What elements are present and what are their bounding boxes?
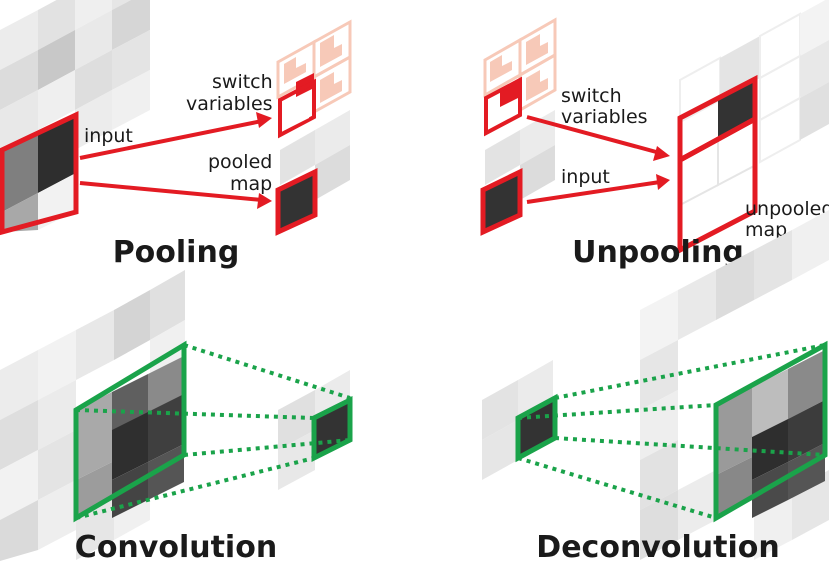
- convolution-panel: Convolution: [0, 270, 353, 561]
- unpooling-unpooled-label-2: map: [745, 219, 787, 241]
- unpooling-switch-grid: [483, 17, 557, 137]
- deconvolution-panel: Deconvolution: [482, 210, 829, 561]
- pooling-switch-grid: [276, 19, 352, 139]
- pooling-input-label: input: [84, 125, 133, 147]
- pooling-title: Pooling: [113, 235, 240, 270]
- deconvolution-title: Deconvolution: [536, 530, 779, 561]
- unpooling-switch-label-1: switch: [561, 85, 622, 107]
- pooling-switch-label-2: variables: [186, 93, 273, 115]
- unpooling-arrows: [526, 115, 670, 204]
- unpooling-output-grid: [677, 0, 829, 255]
- convolution-projection-lines: [75, 343, 351, 520]
- pooling-pooled-grid: [275, 110, 350, 236]
- pooling-switch-label-1: switch: [212, 71, 273, 93]
- pooling-input-window: [0, 111, 79, 236]
- unpooling-unpooled-label-1: unpooled: [745, 198, 829, 220]
- unpooling-panel: switch variables input unpooled map Unpo…: [480, 0, 829, 270]
- deconvolution-input-grid: [482, 360, 558, 480]
- unpooling-switch-label-2: variables: [561, 106, 648, 128]
- deconvolution-output-grid: [640, 210, 829, 560]
- arrow-head-icon: [656, 174, 670, 190]
- convolution-output-grid: [278, 370, 353, 490]
- pooling-panel: input switch variables pooled map Poolin…: [0, 0, 352, 270]
- unpooling-input-label: input: [561, 166, 610, 188]
- arrow-head-icon: [257, 193, 272, 209]
- unpooling-title: Unpooling: [572, 235, 744, 270]
- arrow-head-icon: [256, 112, 272, 128]
- pooling-arrows: [79, 112, 272, 209]
- deconvolution-window: [713, 340, 828, 523]
- convolution-title: Convolution: [75, 530, 277, 561]
- pooling-pooled-label-1: pooled: [208, 151, 272, 173]
- arrow-head-icon: [653, 146, 670, 161]
- deconvolution-projection-lines: [517, 343, 826, 520]
- pooling-pooled-label-2: map: [230, 173, 272, 195]
